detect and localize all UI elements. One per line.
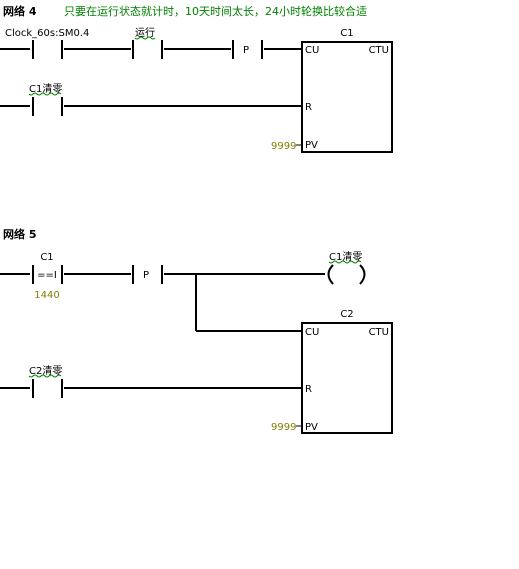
coil-label: C1清零 bbox=[329, 250, 362, 263]
counter-ctu-label: CTU bbox=[369, 327, 389, 338]
counter-pv-label: PV bbox=[305, 422, 318, 433]
contact-c2-reset-label: C2清零 bbox=[29, 364, 62, 377]
positive-edge-contact[interactable]: P bbox=[232, 40, 263, 59]
counter-c2-box[interactable]: C2 CU CTU R PV bbox=[301, 309, 393, 434]
counter-r-label: R bbox=[305, 102, 312, 113]
contact-clock-label: Clock_60s:SM0.4 bbox=[5, 28, 89, 39]
compare-operator: ==I bbox=[37, 270, 57, 281]
contact-clock-60s[interactable]: Clock_60s:SM0.4 bbox=[5, 28, 89, 59]
compare-operand: C1 bbox=[40, 252, 53, 263]
pv-value[interactable]: 9999 bbox=[271, 141, 296, 152]
counter-cu-label: CU bbox=[305, 327, 319, 338]
network-4-comment[interactable]: 只要在运行状态就计时，10天时间太长，24小时轮换比较合适 bbox=[64, 4, 367, 18]
network-4[interactable]: 网络 4 只要在运行状态就计时，10天时间太长，24小时轮换比较合适 Clock… bbox=[0, 4, 393, 153]
contact-run[interactable]: 运行 bbox=[132, 26, 163, 59]
compare-value: 1440 bbox=[34, 290, 59, 301]
network-5[interactable]: 网络 5 C1 ==I 1440 P C1清零 bbox=[0, 227, 393, 434]
pv-value[interactable]: 9999 bbox=[271, 422, 296, 433]
network-5-title: 网络 5 bbox=[3, 227, 36, 241]
counter-cu-label: CU bbox=[305, 45, 319, 56]
counter-c2-name: C2 bbox=[340, 309, 353, 320]
counter-ctu-label: CTU bbox=[369, 45, 389, 56]
edge-p-label: P bbox=[143, 270, 149, 281]
contact-c1-reset-label: C1清零 bbox=[29, 82, 62, 95]
edge-p-label: P bbox=[243, 45, 249, 56]
contact-run-label: 运行 bbox=[135, 26, 155, 39]
compare-contact[interactable]: C1 ==I 1440 bbox=[32, 252, 63, 301]
counter-r-label: R bbox=[305, 384, 312, 395]
contact-c1-reset[interactable]: C1清零 bbox=[28, 82, 63, 116]
counter-pv-label: PV bbox=[305, 140, 318, 151]
counter-c1-name: C1 bbox=[340, 28, 353, 39]
contact-c2-reset[interactable]: C2清零 bbox=[28, 364, 63, 398]
positive-edge-contact[interactable]: P bbox=[132, 265, 163, 284]
network-4-title: 网络 4 bbox=[3, 4, 37, 18]
coil-c1-reset[interactable]: C1清零 bbox=[327, 250, 366, 285]
counter-c1-box[interactable]: C1 CU CTU R PV bbox=[301, 28, 393, 153]
